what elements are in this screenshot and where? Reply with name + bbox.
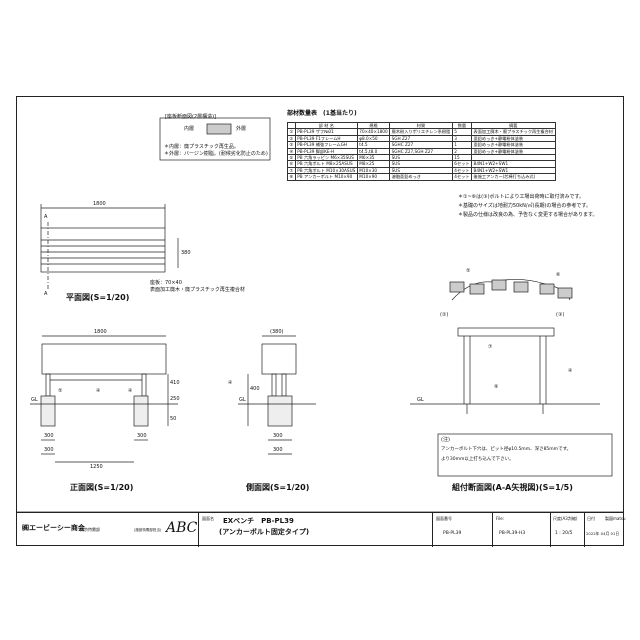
material-box-title: [座板断面図(2層構造)] <box>165 114 216 120</box>
material-box-frame <box>159 117 271 161</box>
svg-text:(②): (②) <box>440 312 448 318</box>
drawing-name-line-1: EXベンチ PB-PL39 <box>223 517 294 525</box>
section-caption: 組付断面図(A-A矢視図)(S=1/5) <box>452 483 573 492</box>
file-name: PB-PL39-H3 <box>499 531 526 536</box>
side-height-dim: 400 <box>250 386 260 392</box>
company-name: ㈱エービーシー商会 <box>22 524 85 532</box>
svg-text:⑦: ⑦ <box>488 344 493 350</box>
plan-depth-dim: 380 <box>181 250 191 256</box>
side-gl: GL <box>239 397 246 403</box>
side-footing-dim-2: 300 <box>273 447 283 453</box>
drawing-no-cell: 図面番号 PB-PL39 <box>432 513 492 547</box>
drawing-no: PB-PL39 <box>443 531 462 536</box>
scale-label: 尺度(A3判縮) <box>553 516 578 521</box>
front-pitch-dim: 1250 <box>90 464 103 470</box>
inner-layer-label: 内層 <box>184 126 195 132</box>
material-note-2: ＊外層：バージン樹脂。(耐候劣化防止のため) <box>164 151 268 157</box>
plan-outline <box>40 227 166 273</box>
front-footing-right <box>133 395 149 427</box>
section-note-2: より30mm以上打ち込んで下さい。 <box>441 457 514 462</box>
bom-title: 部材数量表 (1基当たり) <box>287 110 357 117</box>
front-width-dim: 1800 <box>94 329 107 335</box>
scale-cell: 尺度(A3判縮) 1 : 20/5 <box>550 513 584 547</box>
material-note-1: ＊内層：廃プラスチック再生品。 <box>164 144 239 150</box>
material-section-swatch <box>206 123 232 135</box>
file-label: File: <box>496 516 505 521</box>
plan-caption: 平面図(S=1/20) <box>66 293 130 302</box>
date-cell: 日付 製図 matsu 2022年 04月 01日 <box>584 513 626 547</box>
section-gl: GL <box>417 397 424 403</box>
draw-label: 製図 <box>605 516 613 521</box>
svg-text:④: ④ <box>228 380 233 386</box>
front-h1: 410 <box>170 380 180 386</box>
draw-by: matsu <box>613 516 626 521</box>
note-3: ＊製品の仕様は改良の為、予告なく変更する場合があります。 <box>458 212 598 218</box>
drawing-no-label: 図面番号 <box>436 516 452 521</box>
section-note-box <box>437 433 613 477</box>
front-caption: 正面図(S=1/20) <box>70 483 134 492</box>
title-block: ㈱エービーシー商会 東京特需部 (施設特需部担当) ABC 図面名 EXベンチ … <box>16 512 626 547</box>
svg-text:⑤: ⑤ <box>466 268 470 274</box>
section-note-1: アンカーボルト下穴は、ピット径φ10.5mm、深さ85mmです。 <box>441 447 572 452</box>
svg-text:④: ④ <box>128 388 133 394</box>
side-footing-dim: 300 <box>273 433 283 439</box>
svg-text:(③): (③) <box>556 312 564 318</box>
svg-text:⑤: ⑤ <box>58 388 62 394</box>
side-caption: 側面図(S=1/20) <box>246 483 310 492</box>
front-gl: GL <box>31 397 38 403</box>
company-dept: 東京特需部 <box>80 527 100 532</box>
drawing-name-line-2: (アンカーボルト固定タイプ) <box>219 528 310 536</box>
outer-layer-label: 外層 <box>236 126 247 132</box>
plan-seat-note-2: 表面加工廃木・廃プラスチック再生複合材 <box>150 287 245 293</box>
front-footing-left <box>40 395 56 427</box>
front-footing-dim-left: 300 <box>44 433 54 439</box>
drawing-name-label: 図面名 <box>202 516 214 521</box>
section-mark-bottom: A <box>44 291 48 297</box>
section-mark-top: A <box>44 214 48 220</box>
front-seat <box>41 343 167 375</box>
drawing-name-cell: 図面名 EXベンチ PB-PL39 (アンカーボルト固定タイプ) <box>198 513 432 547</box>
bom-header-row: 部 材 名規格 材質数量摘要 <box>287 121 556 130</box>
drawing-frame <box>16 96 624 546</box>
front-h2: 250 <box>170 396 180 402</box>
plan-seat-note-1: 座板：70×40 <box>150 280 182 286</box>
company-dept-2: (施設特需部担当) <box>134 528 162 532</box>
svg-text:⑥: ⑥ <box>556 272 561 278</box>
date-label: 日付 <box>587 516 595 521</box>
company-logo: ABC <box>166 520 198 536</box>
scale-value: 1 : 20/5 <box>555 531 573 536</box>
note-2: ＊基礎のサイズは地耐力50kN/㎡(長期)の場合の参考です。 <box>458 203 591 209</box>
side-footing <box>267 395 293 427</box>
drawing-date: 2022年 04月 01日 <box>586 531 620 536</box>
front-footing-dim-right: 300 <box>137 433 147 439</box>
front-h3: 50 <box>170 416 177 422</box>
svg-text:⑧: ⑧ <box>494 384 499 390</box>
side-depth-dim: (380) <box>270 329 284 335</box>
front-footing-dim-2: 300 <box>44 447 54 453</box>
note-1: ＊①~⑥は(③)ボルトにより工場出荷時に取付済みです。 <box>458 194 584 200</box>
svg-text:④: ④ <box>568 368 573 374</box>
side-seat <box>261 343 297 375</box>
file-cell: File: PB-PL39-H3 <box>492 513 550 547</box>
plan-width-dim: 1800 <box>93 201 106 207</box>
section-frame-top <box>457 327 555 337</box>
section-note-head: (注) <box>441 437 450 443</box>
svg-text:④: ④ <box>96 388 101 394</box>
